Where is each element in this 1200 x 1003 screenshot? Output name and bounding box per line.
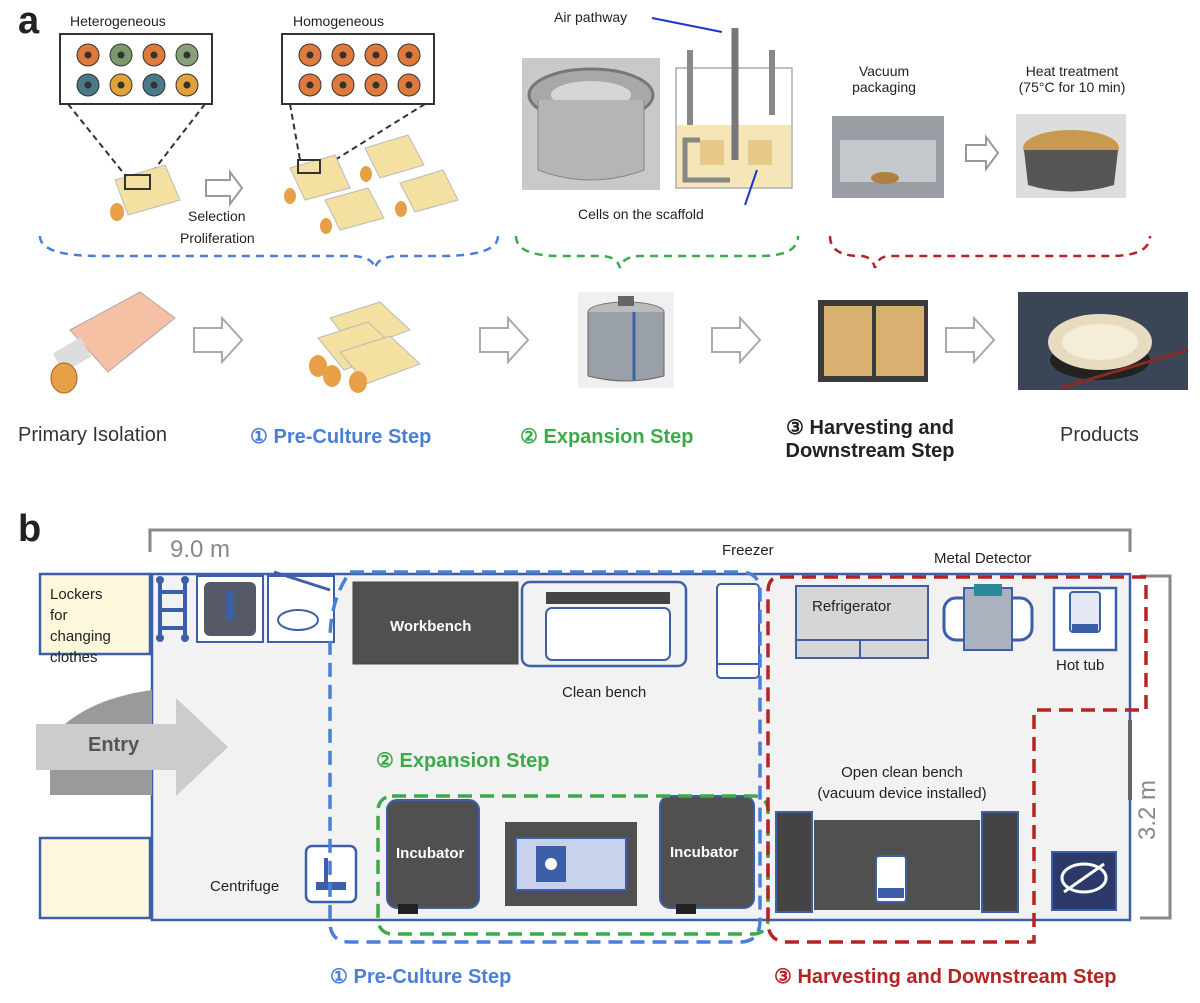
metal-detector — [942, 584, 1034, 651]
flask-small — [110, 164, 181, 221]
incubator-left — [386, 799, 480, 914]
primary-isolation-flask — [50, 291, 176, 394]
open-clean-bench-line1: Open clean bench — [841, 764, 963, 781]
workbench — [352, 581, 519, 665]
flasks-multiple — [284, 134, 459, 234]
sink-icon — [196, 575, 264, 643]
vacuum-label-line2: packaging — [852, 79, 916, 95]
stage-expansion: ② Expansion Step — [520, 426, 694, 448]
expansion-zone-label: ② Expansion Step — [376, 750, 550, 772]
arrow-outline-2 — [479, 315, 530, 365]
arrow-outline-1 — [193, 315, 244, 365]
brace-harvest — [828, 235, 1152, 269]
panel-b-letter: b — [18, 508, 42, 550]
harvest-zone-label: ③ Harvesting and Downstream Step — [774, 966, 1117, 988]
clean-bench — [520, 580, 688, 668]
heterogeneous-cells-box — [59, 33, 213, 176]
harvest-packages-photo — [818, 300, 928, 382]
stage-harvest-line2: Downstream Step — [785, 440, 955, 462]
arrow-outline-4 — [945, 315, 996, 365]
height-dimension-bracket — [1140, 574, 1172, 920]
homogeneous-label: Homogeneous — [293, 13, 385, 29]
arrow-outline-vacuum — [965, 134, 1000, 172]
lockers-box — [38, 572, 152, 656]
bioreactor-schematic — [675, 28, 793, 206]
preculture-zone — [328, 570, 762, 944]
open-clean-bench-label: Open clean bench (vacuum device installe… — [792, 762, 1012, 804]
floor-plan — [36, 528, 1172, 944]
lockers-label-line4: clothes — [50, 649, 98, 666]
air-pathway-label: Air pathway — [554, 9, 628, 25]
selection-label: Selection — [188, 208, 246, 224]
stage-primary-isolation: Primary Isolation — [18, 424, 167, 446]
panel-a-letter: a — [18, 0, 40, 42]
heterogeneous-label: Heterogeneous — [70, 13, 166, 29]
heat-label-line1: Heat treatment — [1025, 63, 1119, 79]
incubator-left-label: Incubator — [396, 845, 465, 862]
lockers-label-line1: Lockers — [50, 586, 103, 603]
panel-a-graphics — [38, 17, 1189, 394]
width-dimension-bracket — [148, 528, 1132, 552]
homogeneous-cells-box — [281, 33, 435, 169]
height-label: 3.2 m — [1134, 779, 1161, 840]
lockers-label-line3: changing — [50, 628, 111, 645]
bioreactor-photo — [522, 58, 660, 190]
hot-tub-label: Hot tub — [1056, 657, 1105, 674]
stage-harvest: ③ Harvesting and Downstream Step — [770, 415, 970, 463]
width-label: 9.0 m — [170, 536, 231, 563]
open-clean-bench-line2: (vacuum device installed) — [817, 785, 987, 802]
refrigerator — [795, 585, 929, 659]
stage-harvest-line1: ③ Harvesting and — [786, 417, 954, 439]
metal-detector-label: Metal Detector — [934, 550, 1032, 567]
proliferation-label: Proliferation — [180, 230, 255, 246]
incubator-right-label: Incubator — [670, 844, 739, 861]
vacuum-packaging-photo — [832, 116, 944, 198]
arrow-outline-3 — [711, 315, 762, 365]
refrigerator-label: Refrigerator — [812, 598, 892, 615]
arrow-outline-small — [205, 169, 244, 207]
freezer-label: Freezer — [722, 542, 774, 559]
sink-2-icon — [267, 570, 335, 643]
vacuum-label-line1: Vacuum — [858, 63, 910, 79]
heat-treatment-photo — [1016, 114, 1126, 198]
centrifuge-label: Centrifuge — [210, 878, 280, 895]
bottom-left-box — [38, 836, 152, 920]
harvest-zone — [766, 575, 1148, 944]
autoclave-icon — [1051, 851, 1117, 911]
clean-bench-label: Clean bench — [562, 684, 647, 701]
expansion-zone — [376, 794, 770, 936]
entry-arrow — [36, 698, 228, 796]
stage-preculture: ① Pre-Culture Step — [250, 426, 432, 448]
shelf-icon — [156, 576, 189, 642]
heat-treatment-label: Heat treatment (75°C for 10 min) — [998, 63, 1146, 95]
preculture-zone-label: ① Pre-Culture Step — [330, 966, 512, 988]
shaker-platform — [505, 822, 637, 906]
air-pathway-pointer — [651, 17, 723, 33]
entry-label: Entry — [88, 734, 140, 756]
workbench-label: Workbench — [390, 618, 472, 635]
lockers-label: Lockers for changing clothes — [50, 584, 111, 668]
preculture-flasks — [309, 301, 421, 393]
hot-tub — [1052, 586, 1118, 652]
product-soup-photo — [1018, 292, 1189, 390]
vacuum-label: Vacuum packaging — [838, 63, 930, 95]
brace-preculture — [38, 235, 500, 269]
lockers-label-line2: for — [50, 607, 68, 624]
open-clean-bench — [775, 811, 1019, 913]
stage-products: Products — [1060, 424, 1139, 446]
heat-label-line2: (75°C for 10 min) — [1018, 79, 1126, 95]
incubator-right — [659, 795, 755, 914]
freezer — [716, 583, 760, 679]
expansion-bioreactor — [578, 292, 674, 388]
cells-scaffold-label: Cells on the scaffold — [578, 206, 704, 222]
brace-expansion — [514, 235, 800, 269]
